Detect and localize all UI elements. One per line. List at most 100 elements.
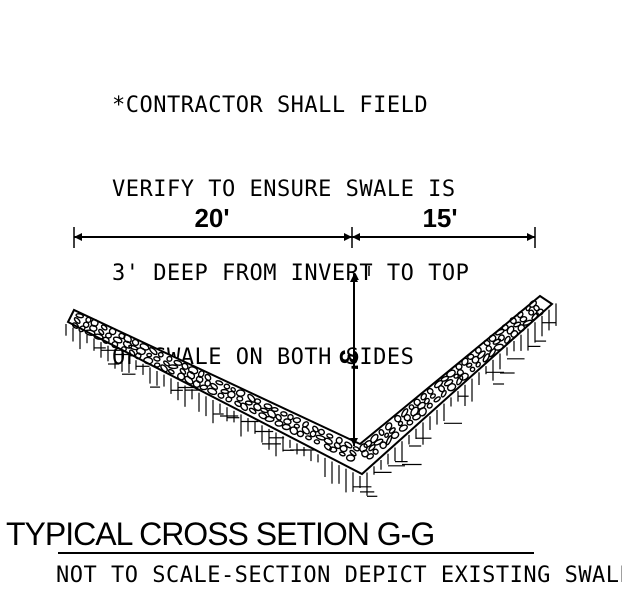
riprap-stone xyxy=(446,369,456,378)
riprap-stones xyxy=(71,300,544,462)
riprap-stone xyxy=(339,444,348,453)
riprap-stone xyxy=(504,335,511,344)
riprap-stone xyxy=(459,372,469,381)
riprap-stone xyxy=(510,330,519,338)
riprap-stone xyxy=(406,419,414,426)
depth-label: 3' xyxy=(334,350,364,371)
riprap-stone xyxy=(418,407,427,417)
riprap-stone xyxy=(73,317,81,324)
riprap-stone xyxy=(317,428,326,436)
riprap-stone xyxy=(181,362,189,370)
riprap-stone xyxy=(517,311,524,319)
riprap-stone xyxy=(345,454,356,462)
riprap-stone xyxy=(78,325,86,333)
riprap-stone xyxy=(173,359,183,366)
riprap-stone xyxy=(195,375,204,384)
riprap-stone xyxy=(338,451,346,457)
riprap-stone xyxy=(111,341,119,349)
riprap-stone xyxy=(485,345,493,352)
riprap-stone xyxy=(378,428,385,437)
riprap-stone xyxy=(477,350,486,360)
riprap-stone xyxy=(426,387,434,395)
riprap-stone xyxy=(167,368,175,375)
riprap-stone xyxy=(217,392,225,399)
riprap-stone xyxy=(244,400,253,406)
riprap-stone xyxy=(84,329,96,336)
riprap-stone xyxy=(440,389,447,398)
riprap-stone xyxy=(475,361,481,368)
riprap-stone xyxy=(187,366,199,375)
riprap-stone xyxy=(120,346,127,352)
riprap-stone xyxy=(143,356,154,365)
riprap-stone xyxy=(160,364,169,373)
riprap-stone xyxy=(423,397,430,405)
riprap-stone xyxy=(270,406,279,413)
riprap-stone xyxy=(352,446,360,452)
riprap-stone xyxy=(148,347,158,356)
riprap-stone xyxy=(379,441,388,450)
title-underline xyxy=(58,552,534,554)
riprap-stone xyxy=(366,453,375,460)
riprap-stone xyxy=(102,336,110,344)
riprap-stone xyxy=(349,449,357,457)
riprap-stone xyxy=(134,352,142,360)
riprap-stone xyxy=(248,407,257,415)
riprap-stone xyxy=(184,375,194,385)
riprap-stone xyxy=(236,395,244,402)
riprap-stone xyxy=(128,349,136,357)
riprap-stone xyxy=(433,396,441,403)
riprap-stone xyxy=(326,433,334,439)
riprap-stone xyxy=(296,430,305,438)
riprap-stone xyxy=(71,322,79,329)
riprap-stone xyxy=(359,443,368,453)
riprap-stone xyxy=(397,420,404,427)
riprap-stone xyxy=(517,324,526,332)
riprap-stone xyxy=(467,353,475,360)
section-title: TYPICAL CROSS SETION G-G xyxy=(6,516,435,552)
riprap-stone xyxy=(420,392,428,401)
right-width-label: 15' xyxy=(422,203,457,233)
riprap-stone xyxy=(207,387,218,396)
riprap-stone xyxy=(461,357,469,366)
note-line-3: 3' DEEP FROM INVERT TO TOP xyxy=(112,261,470,286)
riprap-stone xyxy=(157,351,164,358)
riprap-stone xyxy=(426,402,433,409)
riprap-stone xyxy=(323,443,332,451)
riprap-stone xyxy=(215,380,224,386)
riprap-stone xyxy=(398,424,409,432)
riprap-stone xyxy=(313,439,321,445)
riprap-stone xyxy=(323,437,333,445)
section-subtitle: NOT TO SCALE-SECTION DEPICT EXISTING SWA… xyxy=(56,563,622,588)
riprap-stone xyxy=(100,324,108,331)
riprap-stone xyxy=(118,332,126,340)
riprap-stone xyxy=(153,356,161,362)
riprap-stone xyxy=(466,362,473,368)
riprap-stone xyxy=(372,448,379,455)
riprap-stone xyxy=(274,420,284,427)
riprap-stone xyxy=(75,313,85,319)
riprap-stone xyxy=(199,384,209,391)
riprap-stone xyxy=(168,364,179,370)
riprap-stone xyxy=(385,422,393,431)
riprap-stone xyxy=(497,334,505,342)
note-line-2: VERIFY TO ENSURE SWALE IS xyxy=(112,177,456,202)
riprap-stone xyxy=(384,432,390,438)
riprap-stone xyxy=(390,431,400,440)
riprap-stone xyxy=(281,423,291,431)
riprap-stone xyxy=(292,417,302,424)
width-dimension xyxy=(73,227,536,248)
riprap-stone xyxy=(483,339,491,347)
riprap-stone xyxy=(401,408,409,418)
riprap-stone xyxy=(309,430,317,438)
riprap-stone xyxy=(519,316,528,323)
riprap-stone xyxy=(469,366,476,373)
note-line-1: *CONTRACTOR SHALL FIELD xyxy=(112,93,429,118)
riprap-stone xyxy=(153,362,161,368)
riprap-stone xyxy=(492,338,502,345)
riprap-stone xyxy=(131,338,140,347)
riprap-stone xyxy=(146,352,153,358)
riprap-stone xyxy=(210,382,219,390)
left-width-label: 20' xyxy=(194,203,229,233)
earth-hatching xyxy=(65,303,557,497)
